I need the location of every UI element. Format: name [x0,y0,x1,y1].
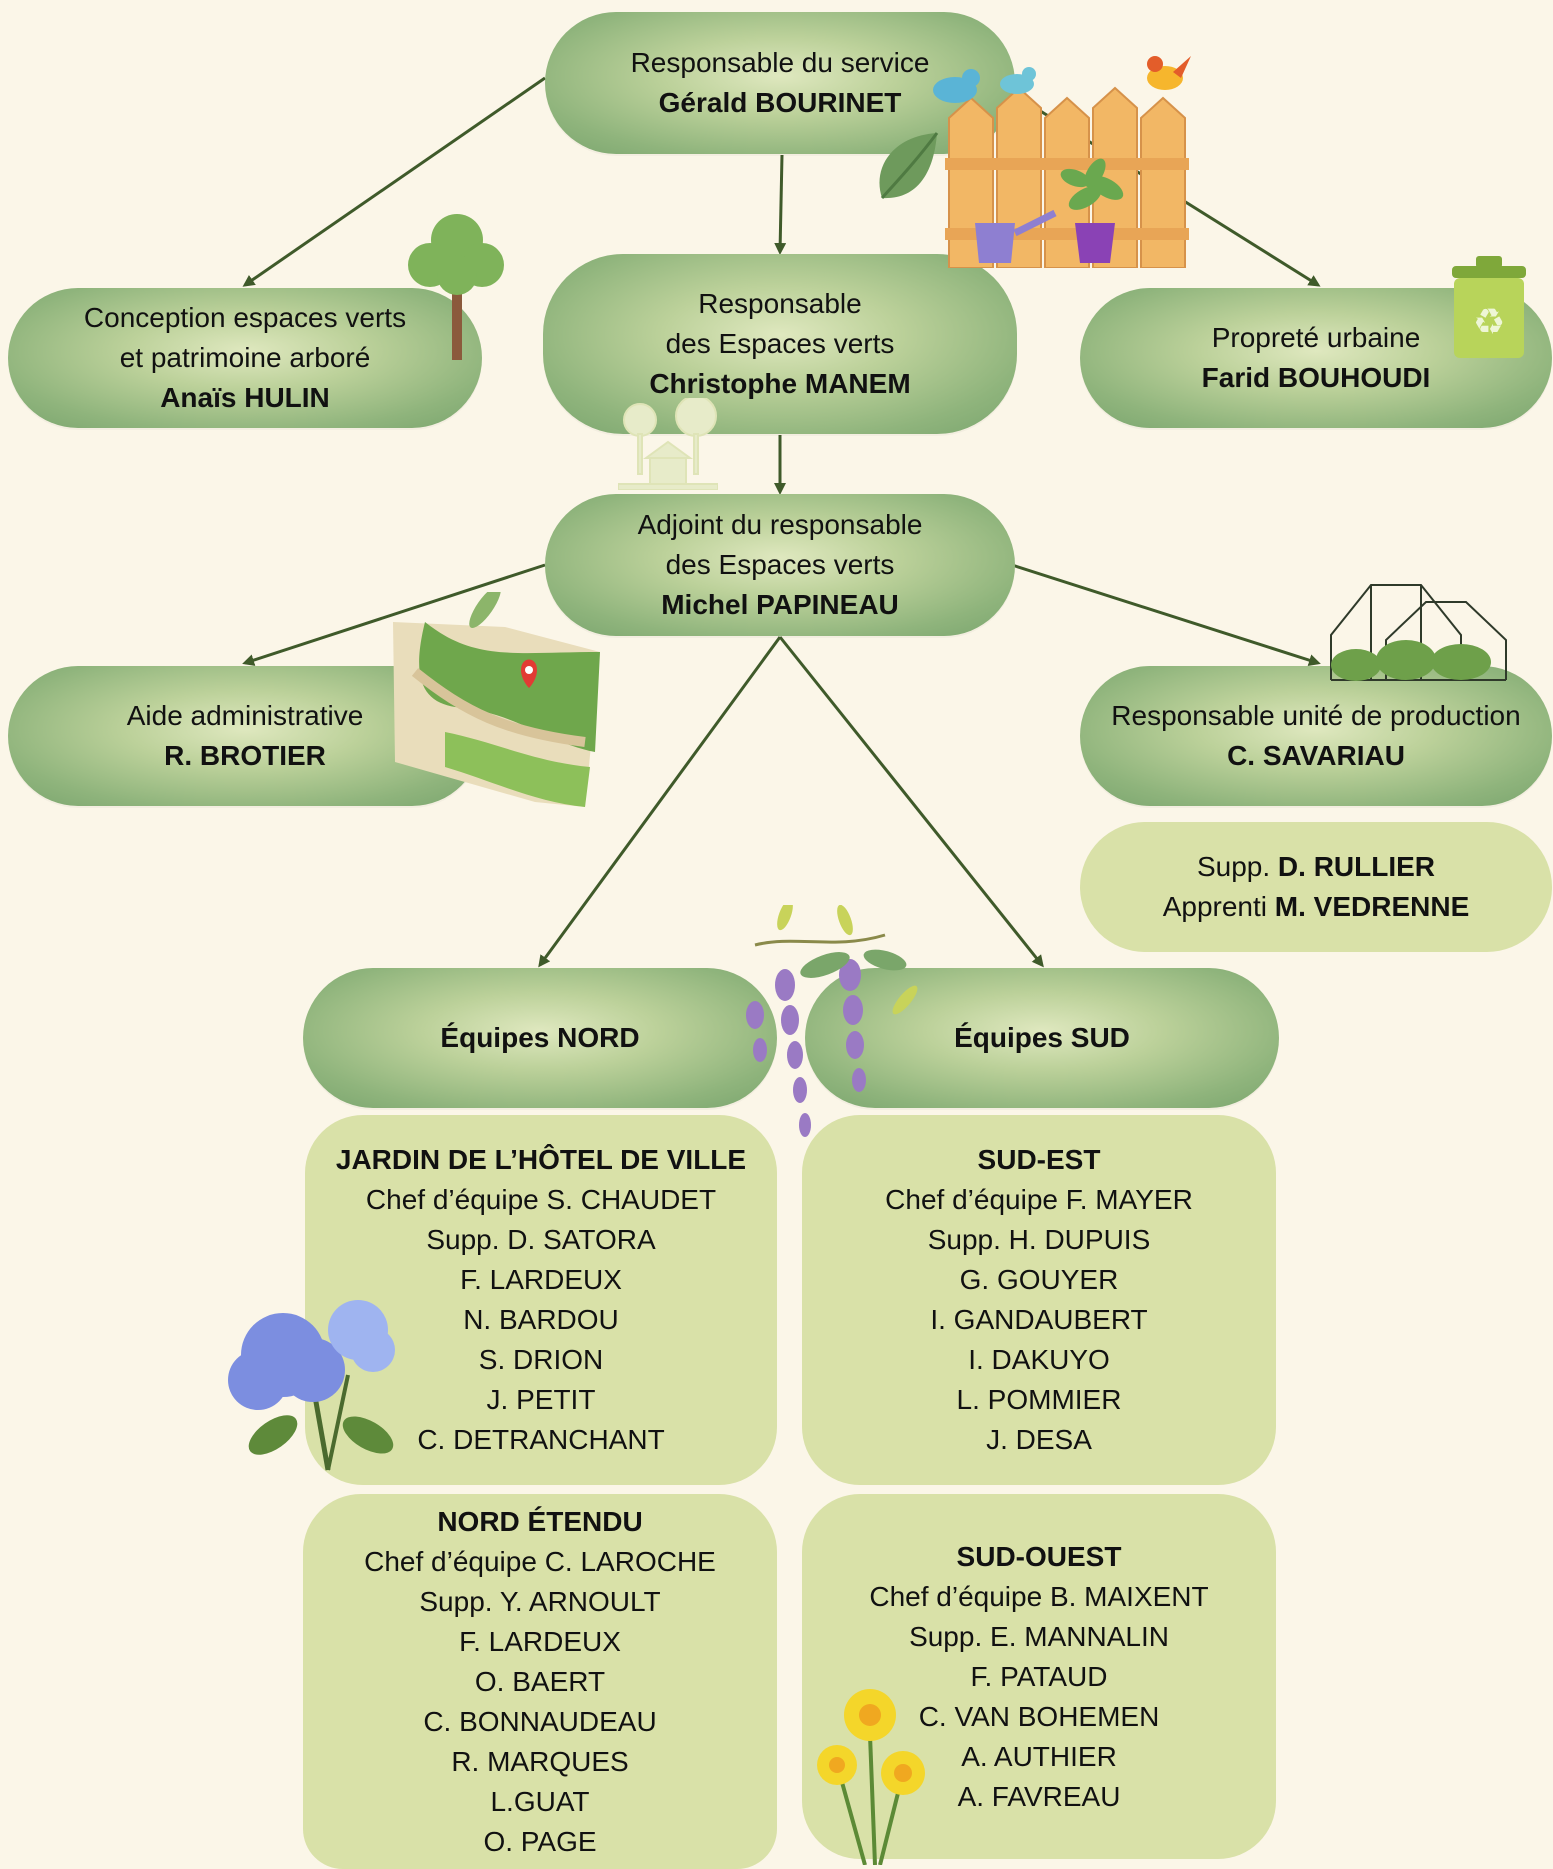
node-role-line2: des Espaces verts [665,328,895,359]
node-conception: Conception espaces verts et patrimoine a… [8,288,482,428]
wisteria-icon [746,905,918,1137]
team-member: I. DAKUYO [968,1344,1110,1375]
node-name: C. SAVARIAU [1227,740,1405,771]
team-member: F. PATAUD [970,1660,1108,1692]
greenhouse-icon [1330,584,1507,681]
team-member: J. DESA [986,1424,1092,1455]
node-name: Christophe MANEM [649,368,911,399]
apprenti-line: Apprenti M. VEDRENNE [1162,891,1470,922]
node-responsable-service: Responsable du service Gérald BOURINET [545,12,1015,154]
tree-icon [408,214,504,360]
leaf-icon [879,132,939,200]
team-member: Chef d’équipe B. MAIXENT [869,1580,1209,1612]
team-member: O. PAGE [483,1825,597,1857]
hydrangea-icon [228,1300,395,1471]
house-trees-icon [618,398,718,490]
team-member: R. MARQUES [451,1745,629,1777]
team-member: F. LARDEUX [460,1264,622,1295]
map-icon [393,592,600,807]
team-nord-etendu: NORD ÉTENDU Chef d’équipe C. LAROCHE Sup… [303,1494,777,1869]
team-title: SUD-EST [977,1144,1101,1175]
node-proprete-urbaine: Propreté urbaine Farid BOUHOUDI [1080,288,1552,428]
node-name: R. BROTIER [164,740,326,771]
svg-text:♻: ♻ [1473,302,1505,343]
node-role-line2: des Espaces verts [665,549,895,580]
team-sud-ouest: SUD-OUEST Chef d’équipe B. MAIXENT Supp.… [802,1494,1276,1859]
team-member: Chef d’équipe S. CHAUDET [365,1184,717,1215]
team-member: G. GOUYER [959,1264,1119,1295]
team-member: Supp. E. MANNALIN [909,1620,1169,1652]
team-member: I. GANDAUBERT [930,1304,1148,1335]
node-equipes-nord: Équipes NORD [303,968,777,1108]
team-member: A. AUTHIER [961,1740,1117,1772]
box-production-staff: Supp. D. RULLIER Apprenti M. VEDRENNE [1080,822,1552,952]
team-sud-est: SUD-EST Chef d’équipe F. MAYER Supp. H. … [802,1115,1276,1485]
node-role: Propreté urbaine [1211,322,1421,353]
recycle-bin-icon: ♻ [1452,256,1526,358]
node-role: Aide administrative [126,700,364,731]
node-role-line1: Conception espaces verts [83,302,407,333]
node-equipes-sud: Équipes SUD [805,968,1279,1108]
daffodil-icon [817,1689,925,1865]
team-member: C. VAN BOHEMEN [918,1700,1160,1732]
team-title: SUD-OUEST [956,1540,1122,1572]
team-member: Supp. Y. ARNOULT [419,1585,661,1617]
team-member: Supp. H. DUPUIS [927,1224,1151,1255]
supp-line: Supp. D. RULLIER [1196,851,1436,882]
team-member: Chef d’équipe C. LAROCHE [364,1545,716,1577]
fence-birds-icon [933,56,1191,268]
arrow-top-to-espaces-verts [774,154,787,255]
arrow-adjoint-to-production [1011,563,1321,666]
node-role-line2: et patrimoine arboré [119,342,371,373]
team-member: Chef d’équipe F. MAYER [885,1184,1193,1215]
node-adjoint: Adjoint du responsable des Espaces verts… [545,494,1015,636]
team-member: A. FAVREAU [957,1780,1121,1812]
node-role: Responsable unité de production [1111,700,1521,731]
node-role-line1: Adjoint du responsable [637,509,923,540]
team-title: NORD ÉTENDU [437,1505,643,1537]
node-role: Responsable du service [630,47,930,78]
node-name: Équipes SUD [954,1022,1130,1053]
team-member: S. DRION [478,1344,604,1375]
node-name: Anaïs HULIN [160,382,330,413]
team-member: O. BAERT [474,1665,606,1697]
team-member: J. PETIT [486,1384,596,1415]
node-unite-production: Responsable unité de production C. SAVAR… [1080,666,1552,806]
team-member: L. POMMIER [956,1384,1122,1415]
node-role-line1: Responsable [698,288,862,319]
team-member: N. BARDOU [463,1304,619,1335]
team-jardin-hotel-de-ville: JARDIN DE L’HÔTEL DE VILLE Chef d’équipe… [305,1115,777,1485]
node-responsable-espaces-verts: Responsable des Espaces verts Christophe… [543,254,1017,434]
node-name: Michel PAPINEAU [661,589,899,620]
team-title: JARDIN DE L’HÔTEL DE VILLE [335,1144,747,1175]
team-member: C. DETRANCHANT [417,1424,665,1455]
node-name: Équipes NORD [440,1022,640,1053]
team-member: F. LARDEUX [459,1625,621,1657]
team-member: C. BONNAUDEAU [423,1705,657,1737]
node-name: Gérald BOURINET [658,87,902,118]
team-member: Supp. D. SATORA [426,1224,656,1255]
team-member: L.GUAT [490,1785,590,1817]
node-name: Farid BOUHOUDI [1201,362,1431,393]
